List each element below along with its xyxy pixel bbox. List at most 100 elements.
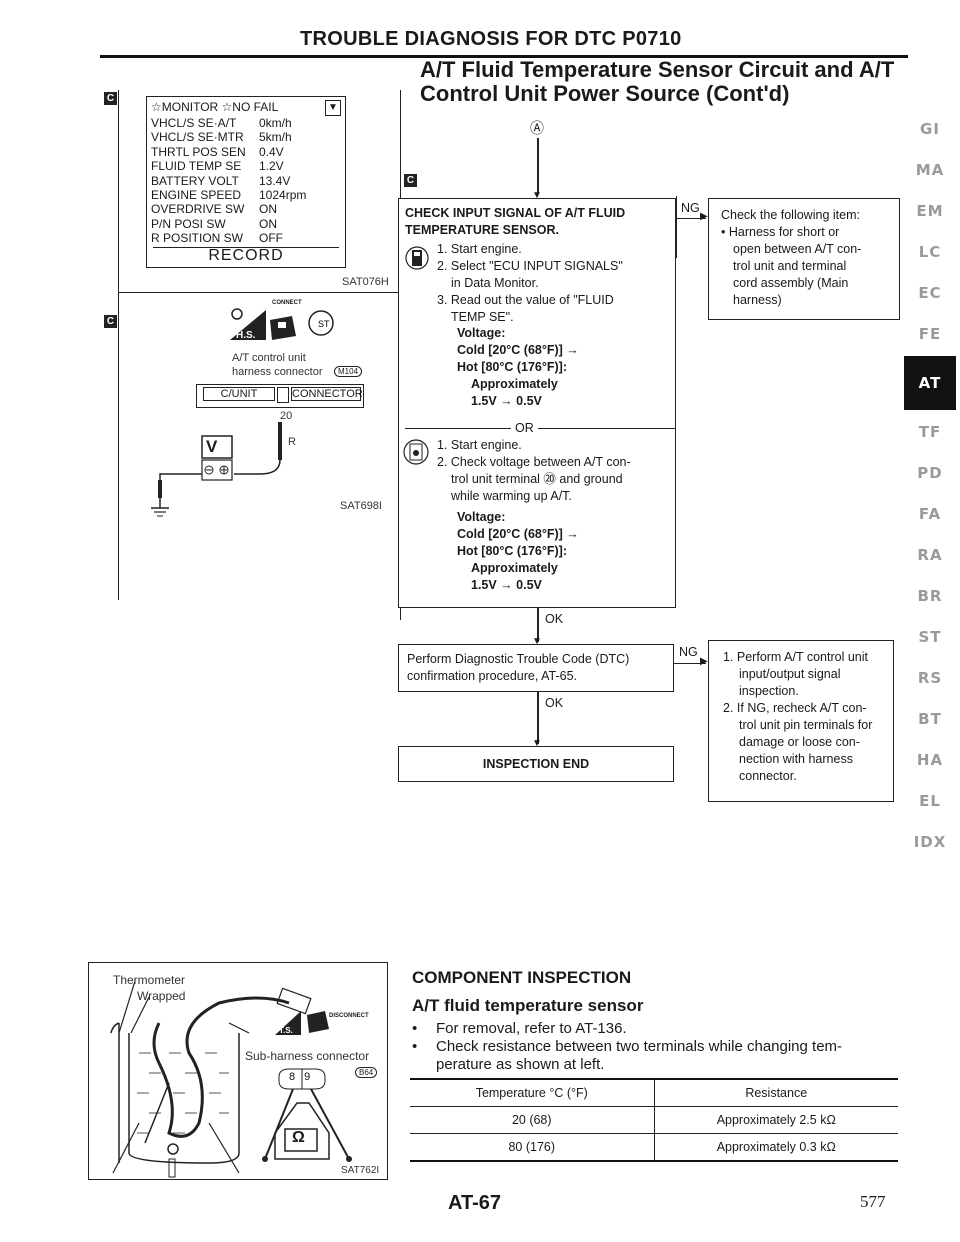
voltage-spec: Voltage: Cold [20°C (68°F)] → Hot [80°C (1… <box>457 509 667 594</box>
bullet-item: •Check resistance between two terminals … <box>412 1038 843 1055</box>
step-line: 3. Read out the value of "FLUID <box>437 293 614 307</box>
ok-label: OK <box>545 696 564 710</box>
ng-item: nection with harness <box>739 752 853 766</box>
tab-gi[interactable]: GI <box>920 120 940 138</box>
tab-el[interactable]: EL <box>919 792 941 810</box>
tab-st[interactable]: ST <box>918 628 942 646</box>
record-rule <box>153 247 339 248</box>
tab-pd[interactable]: PD <box>917 464 943 482</box>
tab-ha[interactable]: HA <box>916 751 944 769</box>
check-title-2: TEMPERATURE SENSOR. <box>405 223 559 237</box>
connector-id-badge: B64 <box>355 1067 378 1078</box>
tab-rs[interactable]: RS <box>917 669 943 687</box>
tab-bt[interactable]: BT <box>918 710 942 728</box>
voltage-label: Voltage: <box>457 510 506 524</box>
tab-ra[interactable]: RA <box>917 546 943 564</box>
monitor-row-key: FLUID TEMP SE <box>151 159 242 174</box>
voltage-approx: Approximately <box>471 561 558 575</box>
dtc-text: Perform Diagnostic Trouble Code (DTC) <box>407 652 630 666</box>
flow-connector <box>537 692 539 744</box>
tab-br[interactable]: BR <box>917 587 943 605</box>
meter-icon <box>403 437 429 467</box>
table-cell: 20 (68) <box>410 1106 655 1134</box>
section-tabs: GI MA EM LC EC FE AT TF PD FA RA BR ST RS BT HA EL IDX <box>904 110 960 864</box>
step-line: TEMP SE". <box>451 310 514 324</box>
inspection-end-label: INSPECTION END <box>482 757 590 771</box>
table-header: Temperature °C (°F) <box>410 1080 655 1107</box>
table-bottom-rule <box>410 1160 898 1162</box>
step-line: in Data Monitor. <box>451 276 539 290</box>
tab-ma[interactable]: MA <box>915 161 945 179</box>
ng-item: harness) <box>733 293 782 307</box>
tab-tf[interactable]: TF <box>918 423 942 441</box>
component-subheading: A/T fluid temperature sensor <box>412 996 644 1015</box>
voltage-range: 1.5V → 0.5V <box>471 578 542 592</box>
voltage-approx: Approximately <box>471 377 558 391</box>
figure-id: SAT698I <box>340 500 382 512</box>
plug-icon: ST <box>306 308 336 338</box>
thermometer-label: Thermometer <box>113 973 186 987</box>
figure-divider <box>118 292 400 293</box>
table-header-row: Temperature °C (°F) Resistance <box>410 1080 898 1107</box>
figure-id: SAT076H <box>342 276 389 288</box>
arrow-down-icon: ▼ <box>532 636 542 647</box>
connector-label: CONNECTOR <box>291 387 363 401</box>
ng-label: NG <box>681 201 700 215</box>
monitor-row-value: 13.4V <box>259 173 291 188</box>
monitor-row-key: VHCL/S SE·A/T <box>151 116 237 130</box>
bullet-text: Check resistance between two terminals w… <box>436 1038 843 1055</box>
section-title-line1: A/T Fluid Temperature Sensor Circuit and… <box>420 57 895 82</box>
voltage-hot: Hot [80°C (176°F)]: <box>457 544 568 558</box>
ng-label: NG <box>679 645 698 659</box>
ok-label: OK <box>545 612 564 626</box>
marker-icon: C <box>104 92 117 105</box>
step-line: 1. Start engine. <box>437 242 522 256</box>
bullet-item: •For removal, refer to AT-136. <box>412 1020 627 1037</box>
voltmeter-label: V <box>206 437 218 456</box>
tab-fe[interactable]: FE <box>918 325 942 343</box>
monitor-title: ☆MONITOR ☆NO FAIL <box>151 100 279 114</box>
tab-ec[interactable]: EC <box>918 284 942 302</box>
ohm-icon: Ω <box>292 1129 305 1146</box>
resistance-table: Temperature °C (°F) Resistance 20 (68) A… <box>410 1078 898 1162</box>
consult-icon <box>405 243 429 273</box>
ng-item: trol unit and terminal <box>733 259 847 273</box>
pin-numbers: 8 9 <box>289 1071 314 1083</box>
voltage-cold: Cold [20°C (68°F)] → <box>457 527 579 541</box>
key-icon: H.S. <box>228 304 268 341</box>
arrow-right-icon: ▶ <box>700 656 708 667</box>
tab-idx[interactable]: IDX <box>913 833 947 851</box>
monitor-row-key: R POSITION SW <box>151 231 244 246</box>
tab-fa[interactable]: FA <box>918 505 942 523</box>
table-row: 80 (176) Approximately 0.3 kΩ <box>410 1133 898 1160</box>
step-line: trol unit terminal ⑳ and ground <box>451 472 623 486</box>
left-frame-line <box>118 90 119 600</box>
pin-box <box>277 387 289 403</box>
disconnect-label: DISCONNECT <box>329 1013 369 1019</box>
monitor-row-value: ON <box>259 216 277 231</box>
table-cell: Approximately 2.5 kΩ <box>716 1113 836 1127</box>
connector-icon <box>266 312 300 342</box>
arrow-down-icon: ▼ <box>532 738 542 749</box>
table-top-rule <box>410 1078 898 1080</box>
sub-harness-caption: Sub-harness connector <box>245 1049 370 1063</box>
tab-at[interactable]: AT <box>904 356 956 410</box>
voltage-range: 1.5V → 0.5V <box>471 394 542 408</box>
monitor-row-value: ON <box>259 202 277 217</box>
monitor-row-key: THRTL POS SEN <box>151 144 246 159</box>
connector-caption-2: harness connector <box>232 366 323 378</box>
connector-id-badge: M104 <box>334 366 363 377</box>
tab-lc[interactable]: LC <box>918 243 942 261</box>
monitor-row-key: VHCL/S SE·MTR <box>151 130 244 145</box>
step-line: 2. Select "ECU INPUT SIGNALS" <box>437 259 623 273</box>
arrow-down-icon: ▼ <box>532 190 542 201</box>
tab-em[interactable]: EM <box>916 202 944 220</box>
arrow-right-icon: ▶ <box>700 211 708 222</box>
